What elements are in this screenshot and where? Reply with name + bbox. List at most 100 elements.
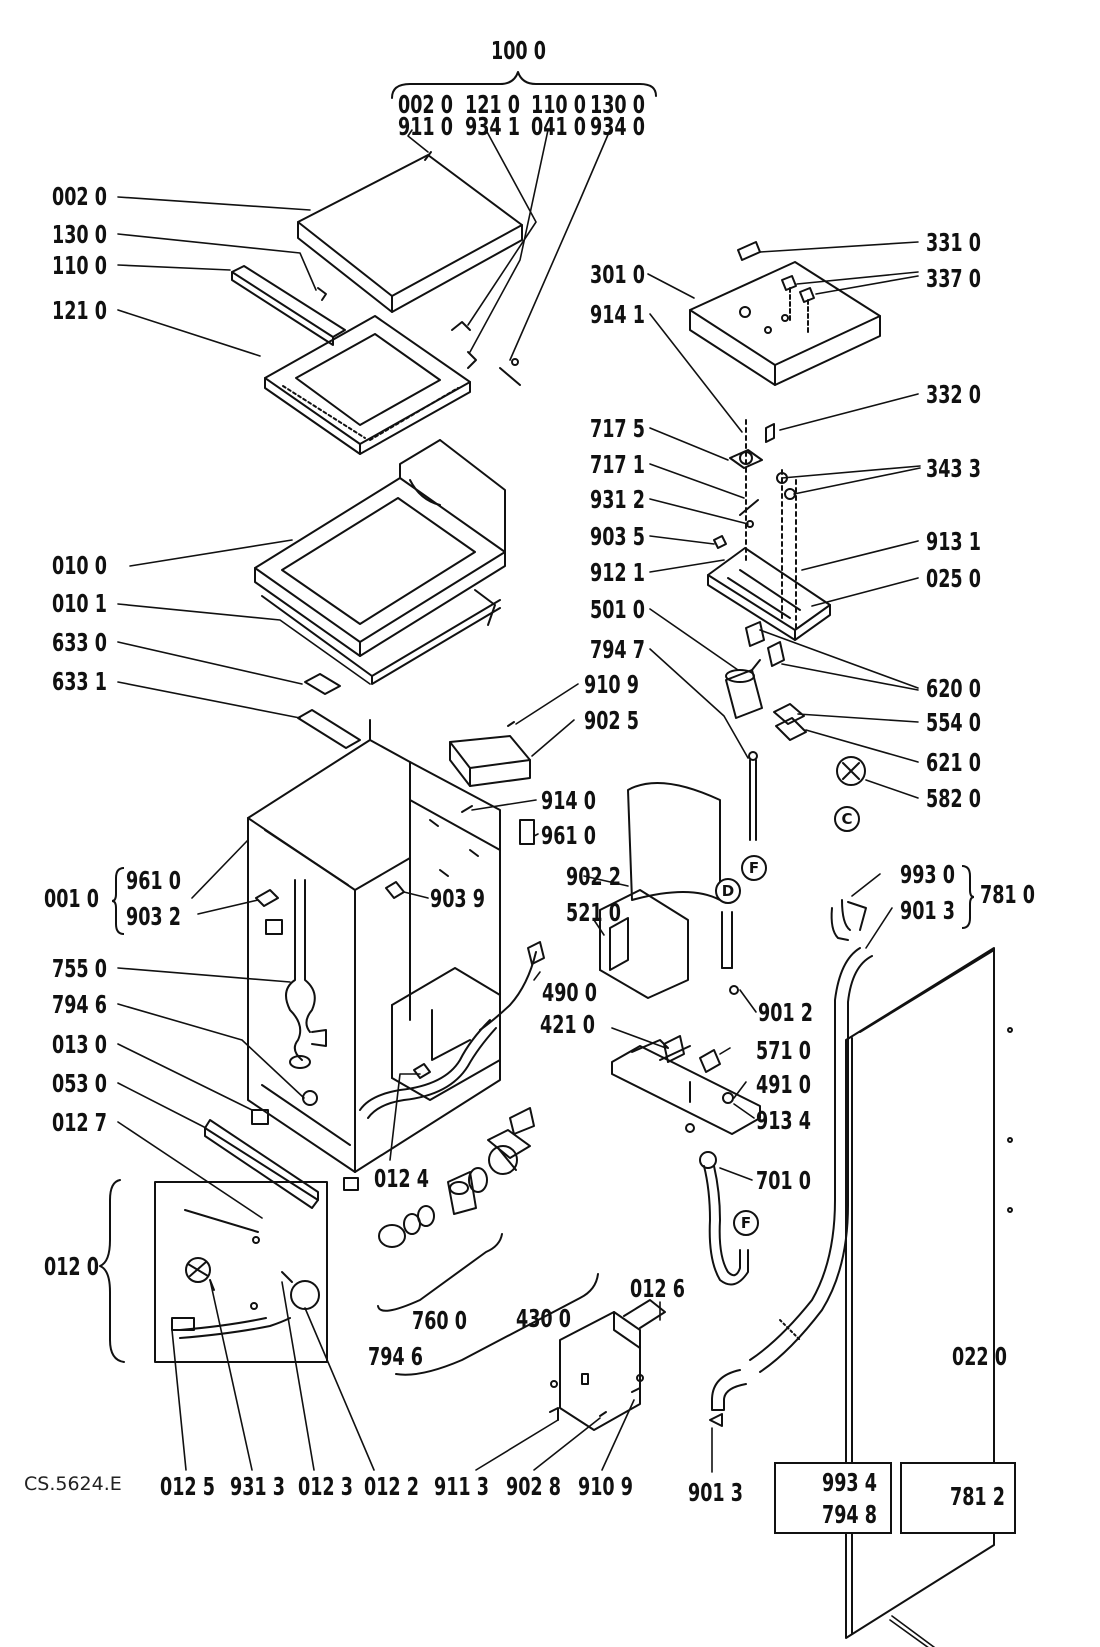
label-1100: 110 0: [52, 251, 107, 280]
lid-frame-0101: [261, 595, 501, 685]
label-0020: 002 0: [52, 182, 107, 211]
label-0530: 053 0: [52, 1069, 107, 1098]
part-571: [699, 1049, 721, 1073]
screw-130: [317, 287, 327, 301]
kit-item-0410: 041 0: [531, 112, 586, 141]
motor-501: [725, 659, 763, 719]
label-9012: 901 2: [758, 998, 813, 1027]
label-0125: 012 5: [160, 1472, 215, 1501]
label-0122: 012 2: [364, 1472, 419, 1501]
bracket-9025: [449, 735, 531, 787]
label-9140: 914 0: [541, 786, 596, 815]
label-7175: 717 5: [590, 414, 645, 443]
label-7946a: 794 6: [52, 990, 107, 1019]
block-554: [773, 703, 805, 725]
clamp-9013b: [709, 1413, 723, 1427]
plate-0126: [550, 1299, 666, 1431]
label-3370: 337 0: [926, 264, 981, 293]
label-5820: 582 0: [926, 784, 981, 813]
pressure-switch-582: [836, 756, 866, 786]
clip-013: [251, 1109, 269, 1125]
foot-013: [343, 1177, 359, 1191]
clip-0124: [413, 1063, 431, 1079]
callout-f-upper: F: [741, 855, 767, 881]
hose-9012: [721, 911, 733, 969]
label-6330: 633 0: [52, 628, 107, 657]
label-0126: 012 6: [630, 1274, 685, 1303]
label-0127: 012 7: [52, 1108, 107, 1137]
label-0120: 012 0: [44, 1252, 99, 1281]
control-strip-110: [231, 265, 346, 346]
kit-item-1210: 121 0: [465, 90, 520, 119]
legend-box-adapter: [900, 1462, 1016, 1534]
label-9312: 931 2: [590, 485, 645, 514]
capacitor-421: [663, 1035, 685, 1063]
label-9610b: 961 0: [541, 821, 596, 850]
knob-331: [737, 241, 761, 261]
relay-620b: [767, 641, 785, 667]
rear-holes: [429, 819, 479, 877]
legend-7812: 781 2: [950, 1482, 1005, 1511]
side-panel-022: [845, 947, 995, 1639]
label-4300: 430 0: [516, 1304, 571, 1333]
screw-9028: [599, 1411, 607, 1417]
legend-7948: 794 8: [822, 1500, 877, 1529]
callout-f-lower: F: [733, 1210, 759, 1236]
clip-9039: [385, 881, 405, 899]
legend-9934: 993 4: [822, 1468, 877, 1497]
label-9313: 931 3: [230, 1472, 285, 1501]
clip-9035: [713, 535, 727, 549]
label-1300: 130 0: [52, 220, 107, 249]
label-0101: 010 1: [52, 589, 107, 618]
control-panel-301: [689, 261, 881, 386]
power-cable-490: [479, 951, 537, 1031]
brace-430: [395, 1273, 599, 1376]
label-0100: 010 0: [52, 551, 107, 580]
label-3010: 301 0: [590, 260, 645, 289]
drain-hose-781: [711, 899, 873, 1411]
label-6200: 620 0: [926, 674, 981, 703]
hinge-6331: [297, 709, 361, 749]
brace-0010: [112, 867, 125, 935]
label-7171: 717 1: [590, 450, 645, 479]
lid-door-010: [254, 439, 506, 657]
label-4210: 421 0: [540, 1010, 595, 1039]
drawing-reference: CS.5624.E: [24, 1473, 122, 1495]
knobs-337: [781, 275, 815, 336]
valve-plate-421: [611, 1039, 761, 1135]
pump-430: [468, 1107, 535, 1193]
label-9131: 913 1: [926, 527, 981, 556]
label-9109a: 910 9: [584, 670, 639, 699]
label-7947: 794 7: [590, 635, 645, 664]
brace-760: [377, 1233, 503, 1312]
cabinet-001: [247, 719, 501, 1173]
label-9109b: 910 9: [578, 1472, 633, 1501]
label-9035: 903 5: [590, 522, 645, 551]
label-5540: 554 0: [926, 708, 981, 737]
lock-assembly-box: [154, 1181, 328, 1363]
kit-item-1100: 110 0: [531, 90, 586, 119]
label-9610a: 961 0: [126, 866, 181, 895]
top-lid: [297, 151, 523, 313]
label-9028: 902 8: [506, 1472, 561, 1501]
kick-plate-053: [204, 1119, 319, 1209]
kit-label: 100 0: [491, 36, 546, 65]
label-0010: 001 0: [44, 884, 99, 913]
kit-brace: [391, 71, 657, 99]
kit-item-9341: 934 1: [465, 112, 520, 141]
worktop-frame: [264, 315, 471, 455]
label-9113: 911 3: [434, 1472, 489, 1501]
label-9022: 902 2: [566, 862, 621, 891]
screw-9109b: [631, 1387, 641, 1401]
kit-item-1300: 130 0: [590, 90, 645, 119]
clip-9341: [467, 351, 477, 369]
label-0130: 013 0: [52, 1030, 107, 1059]
label-3433: 343 3: [926, 454, 981, 483]
label-9039: 903 9: [430, 884, 485, 913]
screw-9109a: [507, 721, 515, 727]
brace-7810: [961, 865, 975, 929]
label-9013a: 901 3: [900, 896, 955, 925]
label-9930: 993 0: [900, 860, 955, 889]
